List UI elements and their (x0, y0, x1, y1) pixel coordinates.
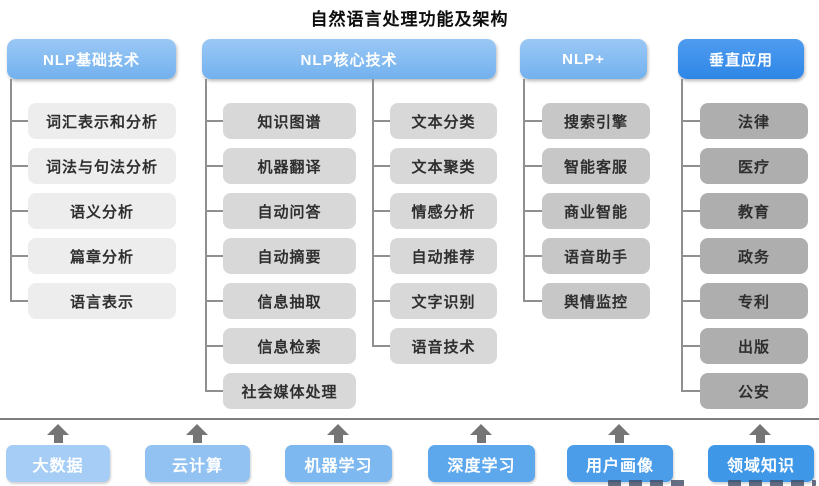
foundation-deep-learning: 深度学习 (428, 445, 535, 482)
node-business-intelligence: 商业智能 (542, 193, 650, 229)
node-knowledge-graph: 知识图谱 (223, 103, 356, 139)
up-arrow-icon (470, 424, 492, 443)
node-opinion-monitoring: 舆情监控 (542, 283, 650, 319)
connector-branch (681, 165, 700, 167)
header-vertical-apps: 垂直应用 (678, 39, 804, 79)
connector-branch (523, 120, 542, 122)
connector-branch (10, 120, 28, 122)
node-auto-recommendation: 自动推荐 (390, 238, 497, 274)
watermark-fragment (728, 480, 816, 486)
connector-branch (681, 390, 700, 392)
connector-branch (10, 255, 28, 257)
node-lexical-representation: 词汇表示和分析 (28, 103, 176, 139)
node-text-classification: 文本分类 (390, 103, 497, 139)
watermark-fragment (608, 480, 690, 486)
node-education: 教育 (700, 193, 808, 229)
connector-branch (205, 345, 223, 347)
node-government: 政务 (700, 238, 808, 274)
connector-branch (372, 210, 390, 212)
diagram-title: 自然语言处理功能及架构 (310, 10, 509, 29)
node-morph-syntax-analysis: 词法与句法分析 (28, 148, 176, 184)
foundation-machine-learning: 机器学习 (285, 445, 392, 482)
node-social-media-processing: 社会媒体处理 (223, 373, 356, 409)
foundation-user-profile: 用户画像 (567, 445, 673, 482)
connector-branch (681, 255, 700, 257)
connector-trunk-col4 (681, 79, 683, 391)
node-speech-technology: 语音技术 (390, 328, 497, 364)
header-nlp-plus: NLP+ (520, 39, 647, 79)
connector-branch (681, 345, 700, 347)
up-arrow-icon (327, 424, 349, 443)
node-publishing: 出版 (700, 328, 808, 364)
connector-branch (681, 210, 700, 212)
connector-trunk-col1 (10, 79, 12, 301)
up-arrow-icon (186, 424, 208, 443)
connector-branch (205, 390, 223, 392)
node-sentiment-analysis: 情感分析 (390, 193, 497, 229)
connector-branch (372, 255, 390, 257)
node-smart-customer-service: 智能客服 (542, 148, 650, 184)
connector-branch (523, 255, 542, 257)
foundation-separator-line (0, 418, 819, 420)
connector-branch (205, 120, 223, 122)
foundation-big-data: 大数据 (6, 445, 110, 482)
connector-branch (10, 300, 28, 302)
header-nlp-core: NLP核心技术 (202, 39, 496, 79)
node-voice-assistant: 语音助手 (542, 238, 650, 274)
connector-branch (372, 165, 390, 167)
header-nlp-basic: NLP基础技术 (7, 39, 176, 79)
connector-branch (372, 300, 390, 302)
connector-branch (681, 300, 700, 302)
node-patent: 专利 (700, 283, 808, 319)
node-public-security: 公安 (700, 373, 808, 409)
connector-branch (205, 255, 223, 257)
node-legal: 法律 (700, 103, 808, 139)
connector-branch (523, 165, 542, 167)
connector-branch (205, 165, 223, 167)
node-ocr: 文字识别 (390, 283, 497, 319)
up-arrow-icon (749, 424, 771, 443)
connector-branch (10, 210, 28, 212)
connector-trunk-col2r (372, 79, 374, 346)
node-machine-translation: 机器翻译 (223, 148, 356, 184)
connector-branch (681, 120, 700, 122)
node-information-retrieval: 信息检索 (223, 328, 356, 364)
node-search-engine: 搜索引擎 (542, 103, 650, 139)
connector-branch (523, 210, 542, 212)
node-medical: 医疗 (700, 148, 808, 184)
connector-branch (10, 165, 28, 167)
connector-branch (372, 345, 390, 347)
node-question-answering: 自动问答 (223, 193, 356, 229)
connector-branch (205, 210, 223, 212)
connector-trunk-col2l (205, 79, 207, 391)
connector-branch (205, 300, 223, 302)
up-arrow-icon (47, 424, 69, 443)
node-language-representation: 语言表示 (28, 283, 176, 319)
node-discourse-analysis: 篇章分析 (28, 238, 176, 274)
node-text-clustering: 文本聚类 (390, 148, 497, 184)
foundation-cloud-computing: 云计算 (145, 445, 250, 482)
node-information-extraction: 信息抽取 (223, 283, 356, 319)
node-auto-summarization: 自动摘要 (223, 238, 356, 274)
connector-branch (372, 120, 390, 122)
up-arrow-icon (608, 424, 630, 443)
connector-trunk-col3 (523, 79, 525, 301)
foundation-domain-knowledge: 领域知识 (708, 445, 814, 482)
connector-branch (523, 300, 542, 302)
node-semantic-analysis: 语义分析 (28, 193, 176, 229)
